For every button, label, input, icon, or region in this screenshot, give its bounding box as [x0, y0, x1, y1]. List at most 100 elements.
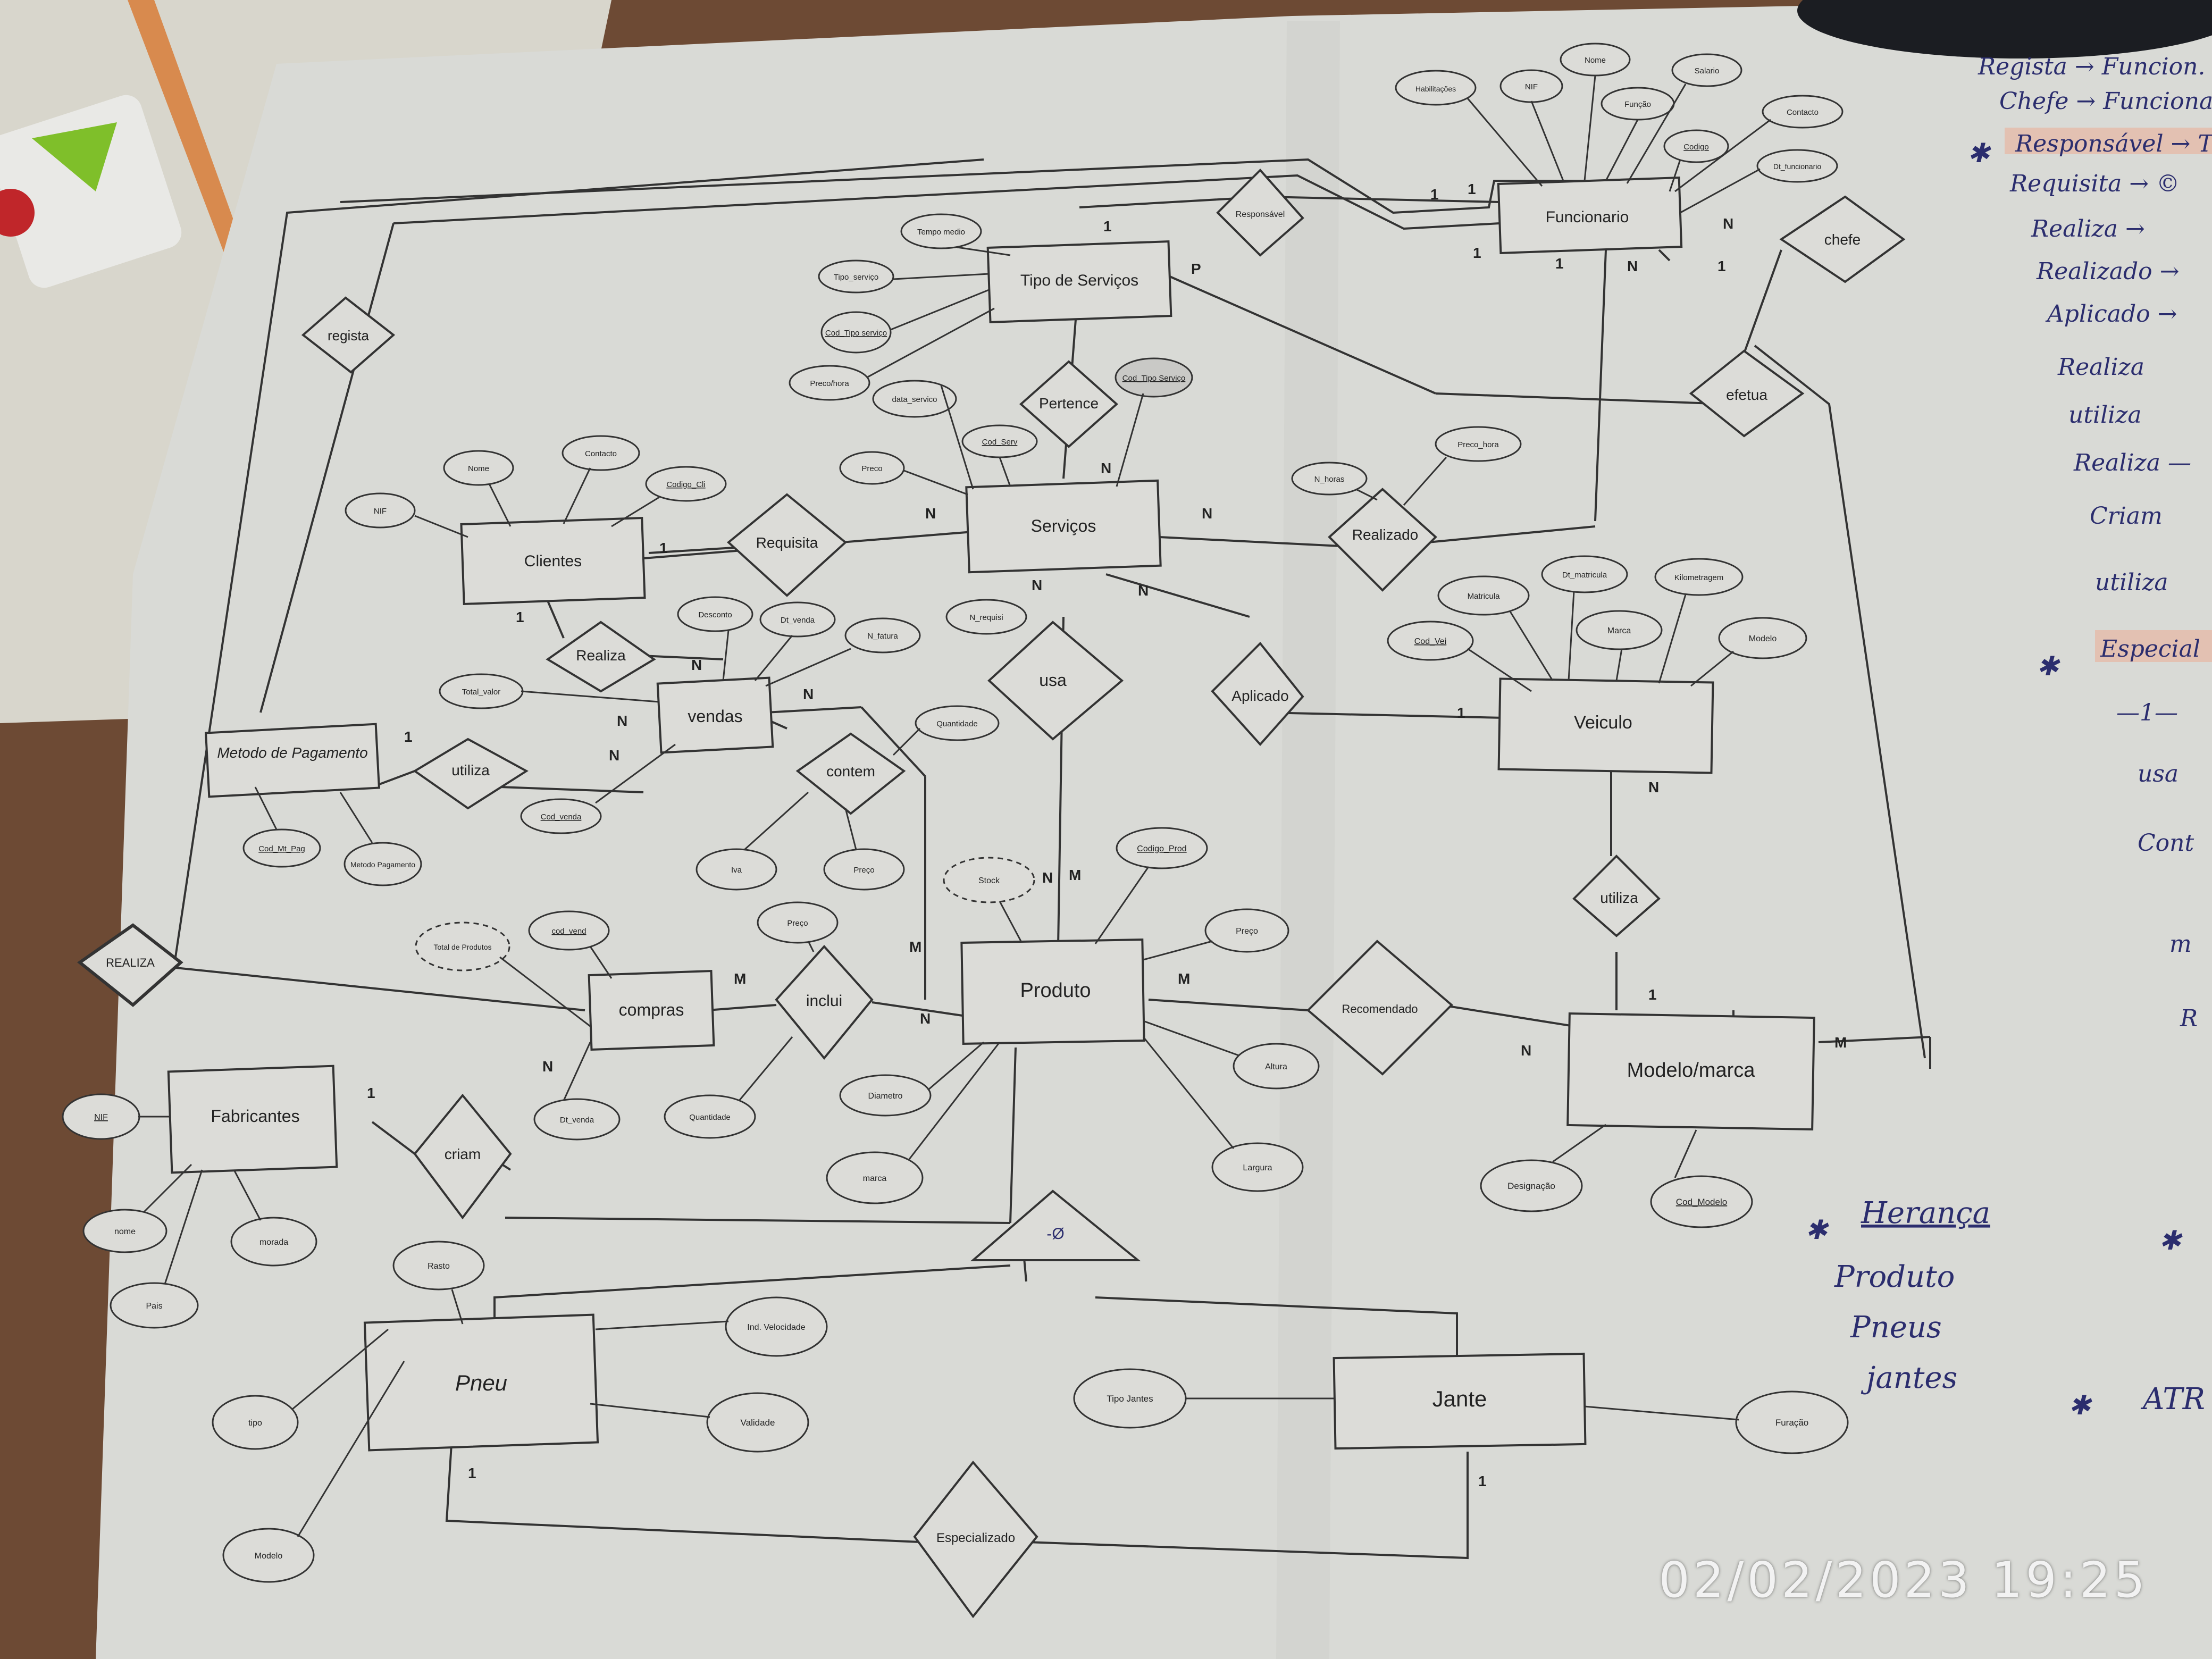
attribute-nome-fab: nome [82, 1209, 167, 1253]
attribute-nome-func: Nome [1560, 43, 1631, 77]
svg-text:Stock: Stock [978, 876, 1000, 885]
svg-text:Altura: Altura [1265, 1062, 1287, 1071]
svg-text:N: N [1627, 258, 1638, 274]
svg-text:1: 1 [1473, 245, 1481, 261]
attribute-designacao: Designação [1480, 1159, 1583, 1212]
svg-text:Pertence: Pertence [1039, 395, 1099, 412]
attribute-cod-tipo-servico: Cod_Tipo serviço [820, 311, 892, 354]
svg-text:Codigo_Cli: Codigo_Cli [666, 480, 705, 489]
svg-text:Criam: Criam [2090, 502, 2163, 530]
svg-text:m: m [2169, 931, 2192, 958]
svg-text:N_fatura: N_fatura [867, 632, 898, 641]
svg-text:Herança: Herança [1861, 1196, 1990, 1230]
svg-text:✱: ✱ [2159, 1225, 2183, 1256]
svg-text:Aplicado: Aplicado [1231, 688, 1288, 704]
svg-text:Função: Função [1624, 100, 1651, 109]
attribute-iva: Iva [696, 848, 777, 891]
attribute-preco-serv: Preco [839, 451, 905, 485]
svg-text:Designação: Designação [1507, 1181, 1555, 1191]
attribute-nif-func: NIF [1499, 69, 1563, 103]
svg-text:1: 1 [1457, 705, 1465, 721]
svg-text:Preco: Preco [861, 464, 882, 473]
entity-label: Veiculo [1574, 713, 1632, 733]
svg-text:Produto: Produto [1834, 1260, 1955, 1294]
svg-text:Ind. Velocidade: Ind. Velocidade [747, 1323, 806, 1332]
svg-text:Validade: Validade [741, 1418, 775, 1428]
svg-text:N_horas: N_horas [1314, 475, 1345, 484]
svg-text:Pais: Pais [146, 1302, 162, 1311]
attribute-n-requisi: N_requisi [945, 599, 1027, 635]
attribute-marca-prod: marca [826, 1151, 924, 1204]
svg-text:Responsável → Tuno: Responsável → Tuno [2015, 130, 2212, 157]
svg-text:Largura: Largura [1243, 1163, 1272, 1172]
relationship-inclui: inclui [775, 945, 874, 1060]
svg-text:nome: nome [114, 1227, 136, 1236]
svg-text:N: N [1101, 460, 1111, 476]
attribute-cod-tipo-servico-fk: Cod_Tipo Serviço [1115, 357, 1193, 398]
svg-text:M: M [734, 970, 746, 987]
svg-text:N: N [1202, 505, 1212, 522]
svg-text:Codigo: Codigo [1683, 143, 1709, 152]
attribute-funcao: Função [1601, 87, 1675, 121]
entity-label: compras [619, 1000, 684, 1019]
svg-text:M: M [1178, 970, 1190, 987]
svg-text:N: N [542, 1058, 553, 1075]
entity-label: vendas [688, 707, 742, 726]
relationship-realiza: Realiza [546, 621, 656, 693]
svg-text:M: M [909, 939, 921, 955]
svg-text:Cod_Tipo serviço: Cod_Tipo serviço [825, 329, 887, 338]
relationship-requisita: Requisita [726, 493, 848, 597]
entity-produto: Produto [960, 939, 1145, 1045]
svg-text:Dt_matricula: Dt_matricula [1562, 571, 1607, 580]
attribute-n-fatura: N_fatura [844, 617, 921, 653]
attribute-validade: Validade [706, 1392, 809, 1453]
entity-jante: Jante [1333, 1352, 1587, 1450]
svg-text:data_servico: data_servico [892, 395, 937, 404]
svg-text:Requisita: Requisita [756, 534, 818, 551]
svg-text:P: P [1191, 261, 1201, 277]
relationship-efetua: efetua [1689, 349, 1805, 438]
attribute-contacto-func: Contacto [1762, 95, 1844, 129]
entity-label: Clientes [524, 552, 582, 570]
svg-text:Realizado: Realizado [1352, 526, 1419, 543]
svg-text:✱: ✱ [1805, 1214, 1829, 1245]
svg-text:Tipo_serviço: Tipo_serviço [834, 273, 878, 282]
attribute-modelo-pneu: Modelo [222, 1528, 315, 1583]
attribute-contacto-cli: Contacto [562, 435, 640, 471]
attribute-modelo-vei: Modelo [1718, 617, 1807, 659]
svg-text:Rasto: Rasto [428, 1262, 450, 1271]
svg-text:Cod_Tipo Serviço: Cod_Tipo Serviço [1122, 374, 1186, 383]
entity-label: Modelo/marca [1627, 1059, 1756, 1082]
svg-text:Nome: Nome [468, 464, 489, 473]
svg-text:Recomendado: Recomendado [1342, 1002, 1418, 1016]
svg-text:Tempo medio: Tempo medio [917, 228, 965, 237]
relationship-utiliza-pagamento: utiliza [413, 738, 529, 810]
svg-text:Cod_Modelo: Cod_Modelo [1676, 1197, 1727, 1207]
entity-pneu: Pneu [363, 1313, 599, 1452]
attribute-quantidade-venda: Quantidade [915, 705, 1000, 741]
svg-text:criam: criam [445, 1146, 481, 1162]
svg-text:Kilometragem: Kilometragem [1674, 573, 1724, 582]
svg-text:1: 1 [1430, 186, 1439, 203]
svg-text:Preco/hora: Preco/hora [810, 379, 849, 388]
dark-object [1797, 0, 2212, 58]
svg-text:Preço: Preço [1236, 927, 1258, 936]
svg-text:1: 1 [659, 540, 668, 556]
svg-text:M: M [1834, 1034, 1847, 1051]
svg-text:N: N [609, 747, 619, 764]
attribute-diametro: Diametro [839, 1074, 932, 1117]
handwritten-notes: Regista → Funcion. Chefe → Funciona Resp… [1805, 53, 2212, 1421]
svg-text:Chefe → Funciona: Chefe → Funciona [1999, 88, 2212, 115]
svg-text:1: 1 [1468, 181, 1476, 197]
attribute-matricula: Matricula [1437, 575, 1530, 616]
attribute-data-servico: data_servico [872, 380, 957, 418]
svg-text:REALIZA: REALIZA [106, 956, 155, 969]
svg-text:R: R [2180, 1005, 2198, 1032]
svg-text:usa: usa [2138, 760, 2179, 787]
svg-text:N: N [925, 505, 936, 522]
svg-text:N: N [920, 1010, 931, 1027]
attribute-preco-inclui: Preço [757, 901, 839, 944]
attribute-preco-prod: Preço [1204, 908, 1289, 953]
svg-text:Quantidade: Quantidade [689, 1113, 731, 1122]
svg-text:utiliza: utiliza [2095, 569, 2168, 596]
